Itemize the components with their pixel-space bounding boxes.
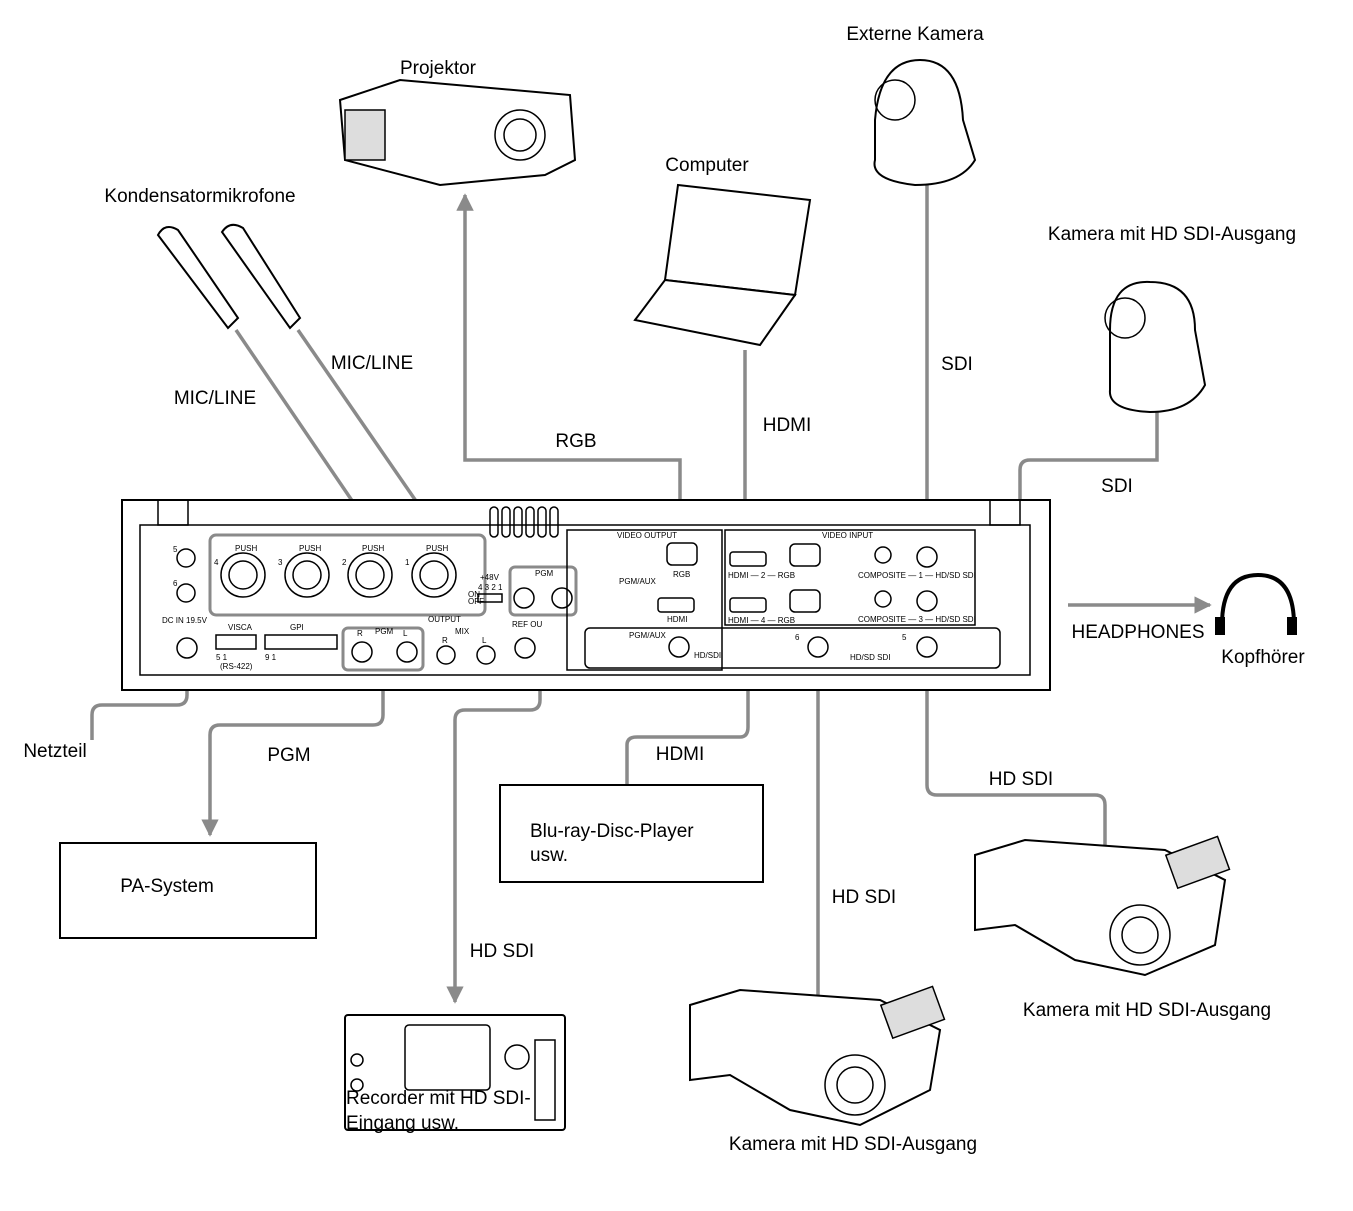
hd-sdi-right-cable bbox=[918, 646, 1107, 845]
laptop bbox=[633, 183, 812, 347]
projector bbox=[338, 78, 577, 187]
switcher-rear-panel: PUSH PUSH PUSH PUSH 4 3 2 1 +48V 4 3 2 1… bbox=[121, 499, 1051, 691]
l-label: L bbox=[482, 636, 487, 645]
rca-6: 6 bbox=[173, 579, 178, 588]
visca-label: VISCA bbox=[228, 623, 253, 632]
bluray-player-box bbox=[499, 784, 764, 883]
mix-label: MIX bbox=[455, 627, 470, 636]
hdmi-label: HDMI bbox=[667, 615, 687, 624]
xlr-inputs: PUSH PUSH PUSH PUSH 4 3 2 1 bbox=[214, 544, 457, 598]
sdi-6-label: 6 bbox=[795, 633, 800, 642]
off-label: OFF bbox=[468, 597, 484, 606]
mic-cable-1 bbox=[234, 329, 374, 532]
mic-number: 2 bbox=[342, 558, 347, 567]
l-label: L bbox=[403, 629, 408, 638]
hd-sdi-label: HD SDI bbox=[989, 769, 1053, 790]
rgb-label: RGB bbox=[673, 570, 690, 579]
dc-in-jack bbox=[176, 637, 198, 659]
gpi-pins: 9 1 bbox=[265, 653, 277, 662]
headphones-icon bbox=[1215, 572, 1297, 635]
sdi-label: SDI bbox=[941, 354, 973, 375]
hd-sd-sdi-label: HD/SD SDI bbox=[850, 653, 890, 662]
on-label: ON bbox=[468, 590, 480, 599]
input-row1-label: HDMI — 2 — RGB bbox=[728, 571, 795, 580]
power-supply-label: Netzteil bbox=[23, 741, 86, 762]
hd-sdi-label: HD SDI bbox=[470, 941, 534, 962]
audio-output-label: OUTPUT bbox=[428, 615, 461, 624]
dc-in-label: DC IN 19.5V bbox=[162, 616, 208, 625]
mic-line-label: MIC/LINE bbox=[174, 388, 256, 409]
r-label: R bbox=[442, 636, 448, 645]
camera-top-right bbox=[1104, 280, 1207, 414]
phantom-channels: 4 3 2 1 bbox=[478, 583, 503, 592]
input-row2-label: HDMI — 4 — RGB bbox=[728, 616, 795, 625]
gpi-label: GPI bbox=[290, 623, 304, 632]
pgm-audio-cable bbox=[201, 670, 385, 837]
hd-sdi-label: HD/SDI bbox=[694, 651, 721, 660]
power-cable bbox=[90, 648, 196, 740]
microphone-1 bbox=[156, 225, 240, 330]
rs422-label: (RS-422) bbox=[220, 662, 253, 671]
computer-label: Computer bbox=[665, 155, 749, 176]
camera-top-right-label: Kamera mit HD SDI-Ausgang bbox=[1048, 224, 1296, 245]
recorder-label: Recorder mit HD SDI- bbox=[346, 1088, 531, 1109]
composite-1-label: COMPOSITE — 1 — HD/SD SDI bbox=[858, 571, 976, 580]
mic-cable-2 bbox=[296, 329, 438, 532]
mic-number: 4 bbox=[214, 558, 219, 567]
sdi-label: SDI bbox=[1101, 476, 1133, 497]
composite-3-label: COMPOSITE — 3 — HD/SD SDI bbox=[858, 615, 976, 624]
camera-center-label: Kamera mit HD SDI-Ausgang bbox=[729, 1134, 977, 1155]
vent-slots bbox=[489, 506, 559, 538]
hdmi-bluray-cable bbox=[625, 598, 757, 785]
push-label: PUSH bbox=[362, 544, 384, 553]
headphones-cable-label: HEADPHONES bbox=[1071, 622, 1204, 643]
external-camera-label: Externe Kamera bbox=[846, 24, 984, 45]
rgb-cable bbox=[456, 193, 682, 540]
camera-right-label: Kamera mit HD SDI-Ausgang bbox=[1023, 1000, 1271, 1021]
push-label: PUSH bbox=[299, 544, 321, 553]
microphone-2 bbox=[220, 223, 302, 330]
projector-label: Projektor bbox=[400, 58, 477, 79]
headphones-label: Kopfhörer bbox=[1221, 647, 1305, 668]
rca-5: 5 bbox=[173, 545, 178, 554]
hd-sdi-label: HD SDI bbox=[832, 887, 896, 908]
mic-number: 3 bbox=[278, 558, 283, 567]
mic-line-label: MIC/LINE bbox=[331, 353, 413, 374]
pgm-aux-label: PGM/AUX bbox=[619, 577, 657, 586]
recorder bbox=[344, 1014, 566, 1131]
video-output-label: VIDEO OUTPUT bbox=[617, 531, 677, 540]
push-label: PUSH bbox=[235, 544, 257, 553]
hdmi-label: HDMI bbox=[656, 744, 705, 765]
hd-sdi-recorder-cable bbox=[446, 600, 542, 1004]
condenser-mics-label: Kondensatormikrofone bbox=[104, 186, 295, 207]
dip-switch[interactable] bbox=[477, 593, 503, 603]
sdi-5-label: 5 bbox=[902, 633, 907, 642]
mic-number: 1 bbox=[405, 558, 410, 567]
camcorder-center bbox=[689, 985, 946, 1127]
pgm-sdi-label: PGM bbox=[535, 569, 554, 578]
bluray-label: Blu-ray-Disc-Player bbox=[530, 821, 694, 842]
camcorder-right bbox=[974, 835, 1231, 977]
external-camera bbox=[873, 58, 977, 187]
r-label: R bbox=[357, 629, 363, 638]
pgm-label: PGM bbox=[267, 745, 310, 766]
ref-out-label: REF OU bbox=[512, 620, 542, 629]
video-input-label: VIDEO INPUT bbox=[822, 531, 873, 540]
pa-system-label: PA-System bbox=[120, 876, 214, 897]
pa-system-box bbox=[59, 842, 317, 939]
push-label: PUSH bbox=[426, 544, 448, 553]
rgb-label: RGB bbox=[555, 431, 596, 452]
recorder-label: Eingang usw. bbox=[346, 1113, 459, 1134]
bluray-label: usw. bbox=[530, 845, 568, 866]
phantom-label: +48V bbox=[480, 573, 500, 582]
labels: Externe Kamera Projektor Computer Konden… bbox=[23, 24, 1305, 1155]
hdmi-label: HDMI bbox=[763, 415, 812, 436]
pgm-aux-sdi-label: PGM/AUX bbox=[629, 631, 667, 640]
visca-pins: 5 1 bbox=[216, 653, 228, 662]
pgm-audio-label: PGM bbox=[375, 627, 394, 636]
